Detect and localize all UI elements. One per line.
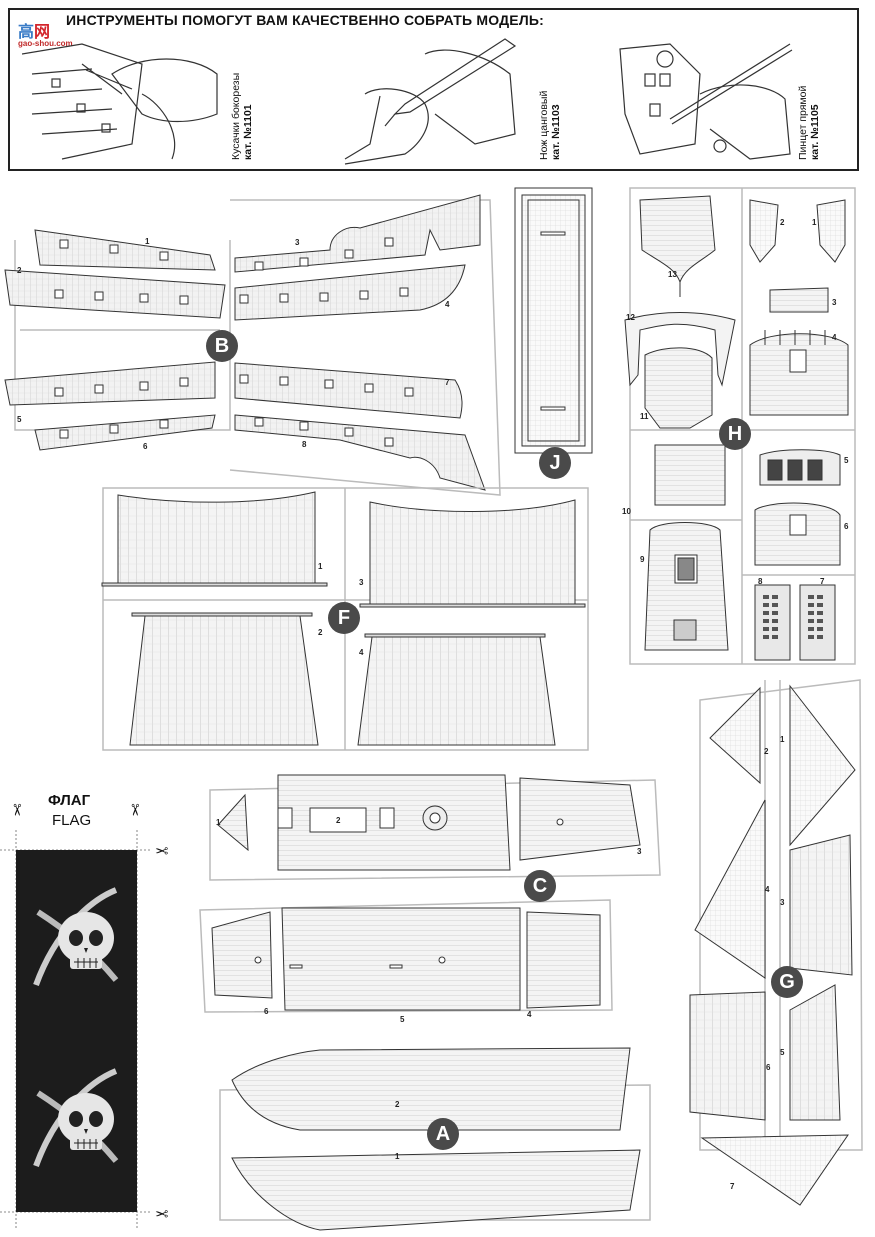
knife-illustration [344, 38, 517, 165]
part-a-2: 2 [395, 1100, 400, 1109]
sprue-b-badge: B [206, 330, 238, 362]
part-c-6: 6 [264, 1007, 269, 1016]
part-f-3: 3 [359, 578, 364, 587]
part-h-7: 7 [820, 577, 825, 586]
part-b-8: 8 [302, 440, 307, 449]
part-g-6: 6 [766, 1063, 771, 1072]
watermark-logo: 高网 [18, 24, 51, 41]
part-h-5: 5 [844, 456, 849, 465]
part-f-1: 1 [318, 562, 323, 571]
scissors-icon: ✂ [125, 803, 143, 817]
sprue-b-ports [54, 237, 414, 447]
part-b-5: 5 [17, 415, 22, 424]
part-h-1: 1 [812, 218, 817, 227]
part-g-1: 1 [780, 735, 785, 744]
part-h-3: 3 [832, 298, 837, 307]
sprue-f-badge: F [328, 602, 360, 634]
part-b-1: 1 [145, 237, 150, 246]
part-a-1: 1 [395, 1152, 400, 1161]
part-h-8: 8 [758, 577, 763, 586]
sprue-b-parts [4, 194, 486, 491]
sprue-a-parts [231, 1047, 641, 1231]
part-c-3: 3 [637, 847, 642, 856]
part-c-4: 4 [527, 1010, 532, 1019]
part-h-11: 11 [640, 412, 649, 421]
jolly-roger-illustration [33, 887, 119, 1168]
part-f-2: 2 [318, 628, 323, 637]
sprue-h-badge: H [719, 418, 751, 450]
sprue-g-sails [689, 684, 856, 1206]
part-b-7: 7 [445, 378, 450, 387]
part-c-2: 2 [336, 816, 341, 825]
part-g-7: 7 [730, 1182, 735, 1191]
watermark-url: gao-shou.com [18, 39, 73, 48]
sprue-c-parts [211, 774, 641, 1011]
sprue-f-sails [101, 491, 586, 746]
skull-crossed-sabers-icon [33, 887, 119, 987]
scissors-icon: ✂ [7, 803, 25, 817]
part-g-2: 2 [764, 747, 769, 756]
part-b-4: 4 [445, 300, 450, 309]
sprue-h-parts [624, 195, 849, 661]
sprue-a-badge: A [427, 1118, 459, 1150]
part-g-4: 4 [765, 885, 770, 894]
part-g-5: 5 [780, 1048, 785, 1057]
sprue-c-frame [199, 779, 661, 1013]
part-f-4: 4 [359, 648, 364, 657]
sprue-j-badge: J [539, 447, 571, 479]
part-g-3: 3 [780, 898, 785, 907]
part-c-5: 5 [400, 1015, 405, 1024]
flag-title: ФЛАГ [48, 792, 91, 809]
skull-crossed-sabers-icon [33, 1068, 119, 1168]
sprue-g-badge: G [771, 966, 803, 998]
part-h-9: 9 [640, 555, 645, 564]
sprue-j-part [514, 187, 593, 454]
side-cutters-illustration [22, 43, 218, 160]
header-title: ИНСТРУМЕНТЫ ПОМОГУТ ВАМ КАЧЕСТВЕННО СОБР… [66, 12, 544, 28]
tools-header: 高网 gao-shou.com ИНСТРУМЕНТЫ ПОМОГУТ ВАМ … [8, 8, 859, 171]
flag-subtitle: FLAG [52, 812, 92, 829]
scissors-icon: ✂ [155, 1204, 169, 1221]
part-c-1: 1 [216, 818, 221, 827]
sprue-c-badge: C [524, 870, 556, 902]
part-b-3: 3 [295, 238, 300, 247]
part-h-13: 13 [668, 270, 677, 279]
part-b-2: 2 [17, 266, 22, 275]
part-h-6: 6 [844, 522, 849, 531]
tweezers-illustration [619, 43, 793, 160]
part-h-2: 2 [780, 218, 785, 227]
part-h-12: 12 [626, 313, 635, 322]
pirate-flag [16, 850, 137, 1212]
part-b-6: 6 [143, 442, 148, 451]
part-h-10: 10 [622, 507, 631, 516]
scissors-icon: ✂ [155, 841, 169, 858]
part-h-4: 4 [832, 333, 837, 342]
